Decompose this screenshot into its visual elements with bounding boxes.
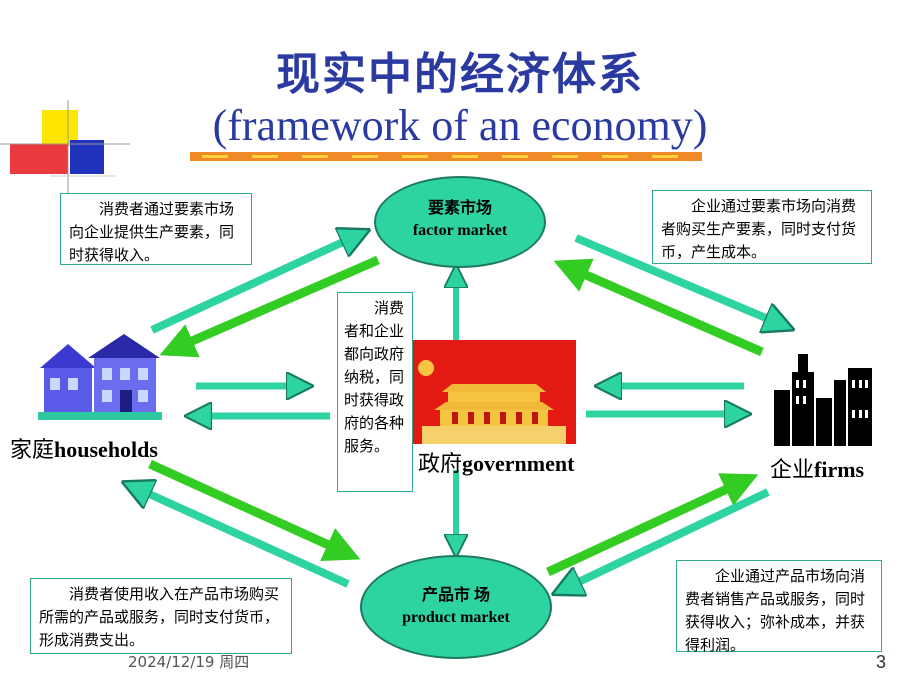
factor-market-en: factor market [412, 222, 508, 239]
arrow-households-to-product [148, 459, 361, 561]
arrow-factor-to-households [159, 255, 380, 358]
city-skyline-icon [774, 354, 872, 446]
product-market-cn: 产品市 场 [421, 587, 490, 604]
firms-cn: 企业 [770, 458, 815, 483]
house-icon [38, 334, 162, 420]
government-cn: 政府 [418, 452, 463, 477]
footer-date: 2024/12/19 周四 [128, 653, 250, 671]
households-cn: 家庭 [10, 438, 55, 463]
note-bottom-right: 企业通过产品市场向消费者销售产品或服务，同时获得收入；弥补成本，并获得利润。 [676, 560, 882, 654]
note-top-right: 企业通过要素市场向消费者购买生产要素，同时支付货币，产生成本。 [652, 190, 872, 264]
government-en: government [462, 451, 575, 476]
factor-market-cn: 要素市场 [427, 200, 492, 217]
note-center: 消费者和企业都向政府纳税，同时获得政府的各种服务。 [337, 292, 413, 492]
households-label: 家庭households [10, 432, 158, 464]
arrow-product-to-firms [546, 473, 759, 577]
government-label: 政府government [418, 446, 574, 478]
arrow-firms-to-factor [553, 258, 764, 357]
page-number: 3 [876, 652, 887, 672]
arrow-households-to-factor [150, 236, 356, 334]
note-top-left: 消费者通过要素市场向企业提供生产要素，同时获得收入。 [60, 193, 252, 265]
households-en: households [54, 437, 158, 462]
title-underline [190, 152, 702, 161]
firms-en: firms [814, 457, 865, 482]
note-bottom-left: 消费者使用收入在产品市场购买所需的产品或服务，同时支付货币，形成消费支出。 [30, 578, 292, 654]
page-subtitle: (framework of an economy) [212, 101, 708, 150]
factor-market-node: 要素市场 factor market [374, 176, 546, 268]
firms-label: 企业firms [770, 452, 864, 484]
arrow-factor-to-firms [574, 234, 780, 324]
arrow-firms-to-product [566, 488, 770, 588]
product-market-node: 产品市 场 product market [360, 555, 552, 659]
page-title: 现实中的经济体系 [276, 49, 644, 100]
corner-decoration [0, 100, 130, 196]
product-market-en: product market [402, 609, 510, 626]
arrow-product-to-households [136, 488, 350, 588]
government-building-icon [412, 340, 576, 444]
